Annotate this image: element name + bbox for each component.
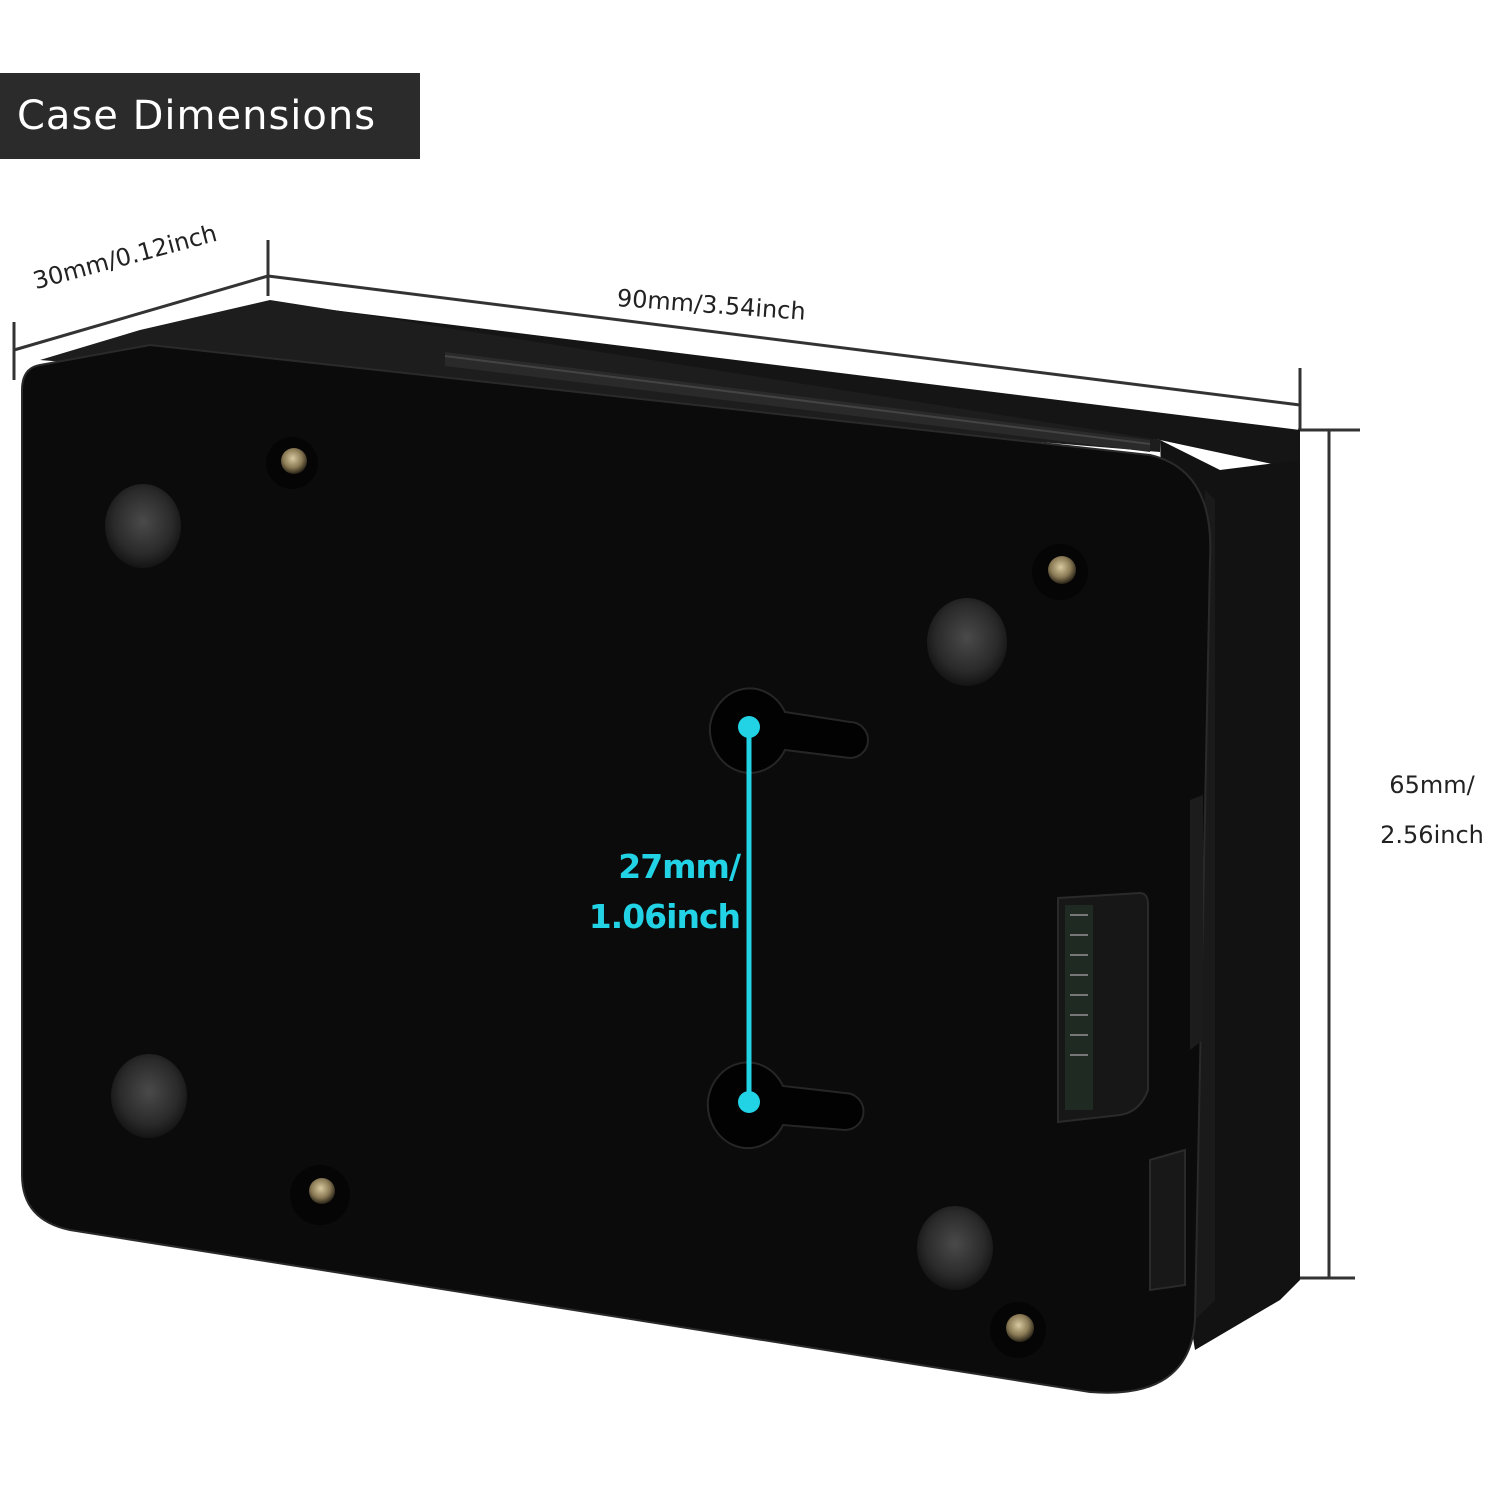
rubber-foot	[927, 598, 1007, 686]
screw	[1048, 556, 1076, 584]
screw	[281, 448, 307, 474]
hole-marker	[738, 716, 760, 738]
hole-spacing-line2: 1.06inch	[588, 897, 741, 936]
height-label-line1: 65mm/	[1389, 771, 1475, 799]
hole-marker	[738, 1091, 760, 1113]
title-banner: Case Dimensions	[0, 73, 420, 159]
hole-spacing-line1: 27mm/	[618, 847, 741, 886]
screw	[1006, 1314, 1034, 1342]
page-title: Case Dimensions	[17, 93, 377, 139]
rubber-feet	[105, 484, 1007, 1290]
screw	[309, 1178, 335, 1204]
hole-spacing-label: 27mm/ 1.06inch	[580, 842, 741, 942]
height-label: 65mm/ 2.56inch	[1368, 760, 1496, 860]
rubber-foot	[917, 1206, 993, 1290]
width-dimension-line	[267, 274, 1301, 407]
hole-spacing-indicator	[738, 716, 760, 1113]
rubber-foot	[105, 484, 181, 568]
depth-dimension-line	[13, 274, 269, 352]
height-label-line2: 2.56inch	[1380, 821, 1484, 849]
rubber-foot	[111, 1054, 187, 1138]
screws	[266, 437, 1088, 1358]
case-body	[21, 300, 1300, 1394]
dimension-lines	[12, 240, 1360, 1280]
